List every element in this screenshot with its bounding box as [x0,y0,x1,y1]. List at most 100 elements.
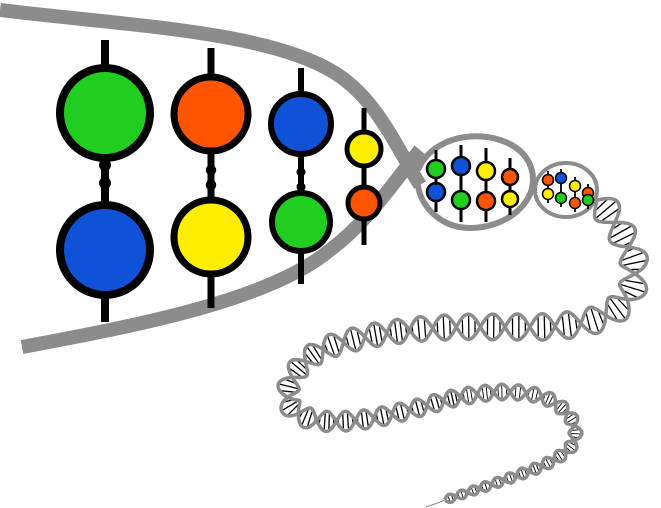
helix-rung [356,329,362,348]
helix-rung [326,335,336,357]
helix-rung [423,318,427,340]
helix-rung [449,318,451,337]
helix-rung [306,345,320,365]
helix-rung [556,451,564,462]
helix-rung [311,344,323,361]
helix-backbone-strand-a [279,198,649,505]
helix-rung [328,412,331,431]
base-bottom-green [269,190,333,254]
helix-rung [349,328,357,351]
helix-rung [585,311,592,333]
helix-rung [360,410,365,429]
helix-rung [565,415,578,424]
helix-rung [469,387,474,403]
hydrogen-bond-dot [484,187,488,191]
helix-rung [399,320,404,343]
helix-rung [465,387,470,404]
small-helix-loop [533,161,599,219]
helix-backbone-strand-b [276,196,649,501]
helix-rung [619,283,646,293]
helix-rung [368,326,374,345]
base-top-blue [450,155,472,177]
helix-rung [557,402,568,414]
hydrogen-bond-dot [434,178,438,181]
medium-helix-loop [415,133,537,232]
base-bottom-green [450,189,472,211]
base-bottom-yellow [500,189,520,209]
helix-rung [372,322,379,347]
base-top-blue [554,171,568,185]
helix-rung [569,432,582,435]
base-top-orange [170,73,252,155]
helix-rung [417,317,421,341]
helix-rung [530,387,535,402]
hydrogen-bond-dot [508,189,512,193]
base-top-green [56,64,154,162]
large-base-pairs [56,40,384,322]
helix-rung [379,407,385,426]
helix-rung [346,411,350,431]
helix-rung [306,409,314,428]
helix-rung [567,311,573,338]
base-top-blue [268,91,334,157]
helix-rung [449,390,456,407]
helix-rung [589,307,600,333]
coiled-helix-strand [276,196,649,508]
hydrogen-bond-dot [459,180,463,184]
hydrogen-bond-dot [508,185,512,189]
helix-rung [300,407,310,427]
small-loop-backbone [533,161,599,219]
helix-rung [281,399,300,412]
base-top-yellow [344,129,384,169]
helix-rung [501,384,503,400]
helix-rung [623,279,646,285]
helix-rung [518,385,522,400]
hydrogen-bond-dot [99,159,111,171]
hydrogen-bond-dot [296,182,306,192]
base-bottom-yellow [170,196,252,278]
helix-rung [323,411,327,431]
base-bottom-green [581,193,595,207]
base-bottom-green [554,191,568,205]
helix-rung [544,457,552,469]
hydrogen-bond-dot [484,183,488,187]
helix-rung [621,259,648,267]
helix-rung [485,385,489,401]
helix-rung [544,392,551,406]
helix-rung [608,297,627,320]
base-top-orange [500,167,520,187]
hydrogen-bond-dot [459,184,463,188]
base-bottom-blue [56,201,154,299]
helix-rung [442,315,445,340]
base-bottom-blue [425,181,447,203]
helix-rung [620,251,645,262]
helix-rung [399,403,406,421]
helix-rung [378,324,383,344]
helix-rung [594,198,609,212]
base-top-orange [541,173,555,187]
hydrogen-bond-dot [99,177,111,189]
hydrogen-bond-dot [205,164,217,176]
base-top-green [425,158,447,180]
medium-loop-backbone [415,133,537,232]
helix-rung [332,334,341,354]
helix-rung [289,360,308,376]
hydrogen-bond-dot [434,182,438,185]
helix-rung [434,394,441,411]
helix-rung [561,314,566,337]
base-bottom-orange [475,190,497,212]
upper-backbone-strand [0,3,426,189]
helix-rung [600,207,620,223]
helix-rung [342,412,345,431]
hydrogen-bond-dot [205,179,217,191]
base-bottom-orange [345,184,383,222]
helix-rung [393,320,399,344]
helix-tail-end [425,499,446,508]
base-top-yellow [568,179,582,193]
helix-rung [608,224,633,240]
helix-rung [278,383,300,390]
base-bottom-orange [568,196,582,210]
helix-rung [594,200,617,220]
